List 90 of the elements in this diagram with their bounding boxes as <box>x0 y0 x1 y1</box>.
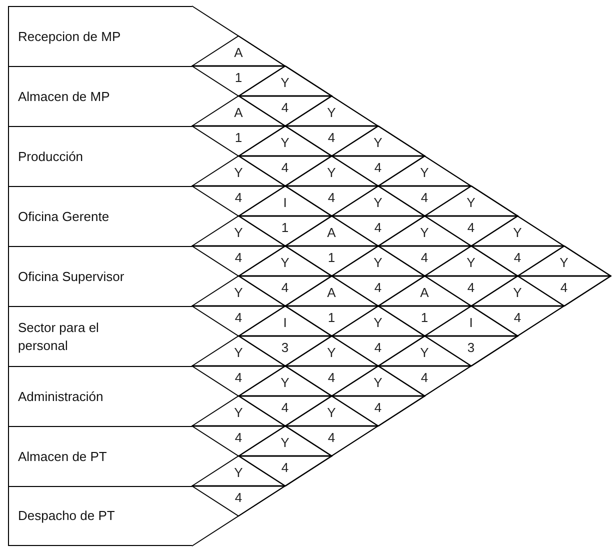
closeness-code: A <box>234 46 243 60</box>
reason-code: 4 <box>374 341 382 355</box>
department-name: Administración <box>18 388 104 406</box>
reason-code: 4 <box>420 191 428 205</box>
closeness-code: Y <box>560 256 568 270</box>
closeness-code: Y <box>234 406 243 420</box>
reason-code: 4 <box>514 251 522 265</box>
department-name: Producción <box>18 148 84 166</box>
department-name: Oficina Supervisor <box>18 268 124 286</box>
closeness-code: I <box>283 316 287 330</box>
department-row <box>8 6 192 66</box>
closeness-code: Y <box>374 316 382 330</box>
reason-code: 4 <box>328 131 336 145</box>
reason-code: 4 <box>281 101 289 115</box>
reason-code: 4 <box>281 461 289 475</box>
closeness-code: Y <box>374 376 382 390</box>
reason-code: 4 <box>281 161 289 175</box>
reason-code: 4 <box>374 401 382 415</box>
reason-code: 4 <box>420 371 428 385</box>
reason-code: 4 <box>234 311 242 325</box>
closeness-code: Y <box>420 226 429 240</box>
department-row <box>8 186 192 246</box>
closeness-code: Y <box>234 466 243 480</box>
closeness-code: Y <box>513 286 522 300</box>
closeness-code: Y <box>466 196 476 210</box>
department-name: Sector para el personal <box>18 318 100 354</box>
reason-code: 4 <box>467 281 475 295</box>
closeness-code: A <box>327 286 336 300</box>
reason-code: 4 <box>328 191 336 205</box>
department-row <box>8 426 192 486</box>
department-row <box>8 486 192 546</box>
reason-code: 4 <box>234 251 242 265</box>
reason-code: 4 <box>420 251 428 265</box>
closeness-code: Y <box>327 346 336 360</box>
reason-code: 1 <box>328 251 336 265</box>
reason-code: 1 <box>420 311 428 325</box>
closeness-code: Y <box>234 166 243 180</box>
closeness-code: Y <box>374 196 382 210</box>
reason-code: 4 <box>514 311 522 325</box>
reason-code: 4 <box>374 221 382 235</box>
closeness-code: Y <box>466 256 476 270</box>
closeness-code: Y <box>234 346 243 360</box>
closeness-code: A <box>234 106 243 120</box>
closeness-code: A <box>327 226 336 240</box>
closeness-code: Y <box>420 346 429 360</box>
closeness-code: Y <box>234 286 243 300</box>
reason-code: 1 <box>328 311 336 325</box>
reason-code: 3 <box>467 341 475 355</box>
closeness-code: I <box>469 316 473 330</box>
closeness-code: A <box>420 286 429 300</box>
closeness-code: Y <box>280 76 290 90</box>
reason-code: 4 <box>328 431 336 445</box>
reason-code: 4 <box>467 221 475 235</box>
department-name: Despacho de PT <box>18 507 115 525</box>
department-name: Almacen de PT <box>18 448 107 466</box>
closeness-code: Y <box>513 226 522 240</box>
reason-code: 4 <box>234 371 242 385</box>
closeness-code: Y <box>280 256 290 270</box>
closeness-code: Y <box>280 136 290 150</box>
closeness-code: Y <box>280 436 290 450</box>
department-row <box>8 66 192 126</box>
reason-code: 4 <box>234 491 242 505</box>
department-row <box>8 366 192 426</box>
closeness-code: Y <box>234 226 243 240</box>
reason-code: 3 <box>281 341 289 355</box>
reason-code: 4 <box>374 161 382 175</box>
reason-code: 1 <box>281 221 289 235</box>
department-row <box>8 126 192 186</box>
department-row <box>8 306 192 366</box>
closeness-code: Y <box>327 106 336 120</box>
closeness-code: Y <box>280 376 290 390</box>
closeness-code: Y <box>374 136 382 150</box>
reason-code: 1 <box>234 131 242 145</box>
reason-code: 4 <box>560 281 568 295</box>
closeness-code: I <box>283 196 287 210</box>
reason-code: 4 <box>234 191 242 205</box>
reason-code: 4 <box>281 401 289 415</box>
reason-code: 4 <box>281 281 289 295</box>
reason-code: 4 <box>374 281 382 295</box>
reason-code: 1 <box>234 71 242 85</box>
department-row <box>8 246 192 306</box>
closeness-code: Y <box>420 166 429 180</box>
department-name: Almacen de MP <box>18 88 110 106</box>
closeness-code: Y <box>327 166 336 180</box>
department-name: Oficina Gerente <box>18 208 110 226</box>
closeness-code: Y <box>327 406 336 420</box>
department-name: Recepcion de MP <box>18 28 121 46</box>
reason-code: 4 <box>328 371 336 385</box>
reason-code: 4 <box>234 431 242 445</box>
closeness-code: Y <box>374 256 382 270</box>
